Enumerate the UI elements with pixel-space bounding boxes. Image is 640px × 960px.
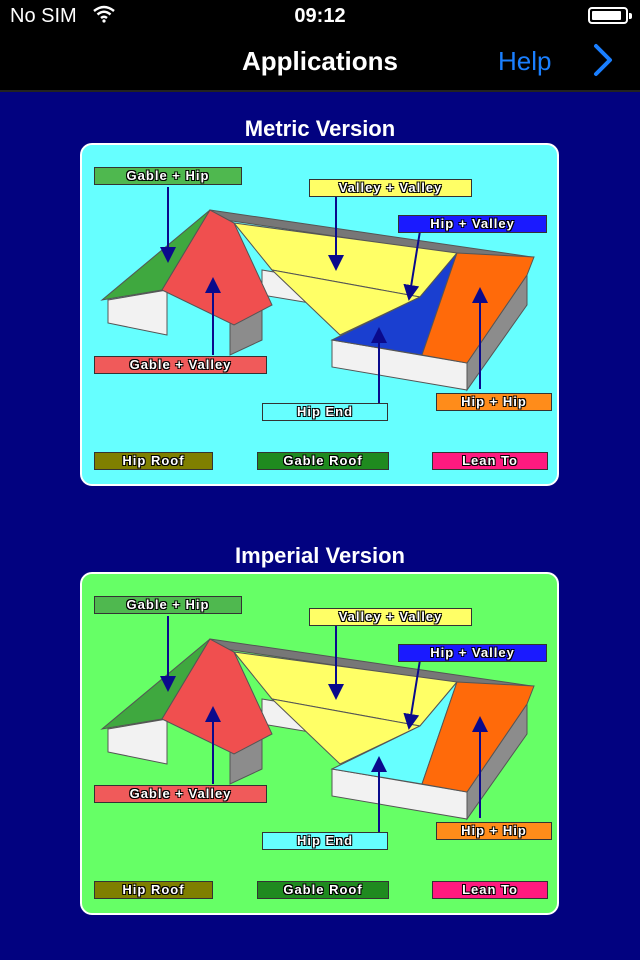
wifi-icon <box>93 5 115 23</box>
metric-label-hip-end: Hip End <box>262 403 388 421</box>
arrow-hip-valley <box>403 230 421 301</box>
carrier-label: No SIM <box>10 5 77 27</box>
imperial-label-gable-roof: Gable Roof <box>257 881 389 899</box>
metric-section-title: Metric Version <box>244 116 396 141</box>
roof-red-face <box>161 209 273 326</box>
metric-label-lean-to: Lean To <box>432 452 548 470</box>
imperial-label-hip-valley: Hip + Valley <box>398 644 547 662</box>
metric-label-valley-valley: Valley + Valley <box>309 179 472 197</box>
chevron-right-icon[interactable] <box>590 42 616 78</box>
navigation-bar: Applications Help <box>0 32 640 92</box>
page-title: Applications <box>241 46 398 76</box>
imperial-label-hip-end: Hip End <box>262 832 388 850</box>
battery-icon <box>588 7 632 24</box>
imperial-label-hip-hip: Hip + Hip <box>436 822 552 840</box>
arrow-hip-valley <box>403 659 421 730</box>
clock: 09:12 <box>294 5 346 27</box>
metric-label-gable-hip: Gable + Hip <box>94 167 242 185</box>
roof-diagram <box>100 616 535 836</box>
roof-diagram <box>100 187 535 407</box>
metric-label-gable-roof: Gable Roof <box>257 452 389 470</box>
imperial-label-hip-roof: Hip Roof <box>94 881 213 899</box>
roof-orange-face <box>421 681 535 793</box>
help-button[interactable]: Help <box>498 46 552 76</box>
status-bar: No SIM 09:12 <box>0 0 640 32</box>
imperial-label-lean-to: Lean To <box>432 881 548 899</box>
metric-label-gable-valley: Gable + Valley <box>94 356 267 374</box>
imperial-label-gable-valley: Gable + Valley <box>94 785 267 803</box>
wall-left-front <box>107 718 168 765</box>
metric-label-hip-hip: Hip + Hip <box>436 393 552 411</box>
imperial-section-title: Imperial Version <box>235 543 405 568</box>
wall-left-front <box>107 289 168 336</box>
imperial-label-gable-hip: Gable + Hip <box>94 596 242 614</box>
imperial-label-valley-valley: Valley + Valley <box>309 608 472 626</box>
metric-label-hip-valley: Hip + Valley <box>398 215 547 233</box>
roof-red-face <box>161 638 273 755</box>
roof-orange-face <box>421 252 535 364</box>
battery-level <box>592 11 622 20</box>
metric-label-hip-roof: Hip Roof <box>94 452 213 470</box>
